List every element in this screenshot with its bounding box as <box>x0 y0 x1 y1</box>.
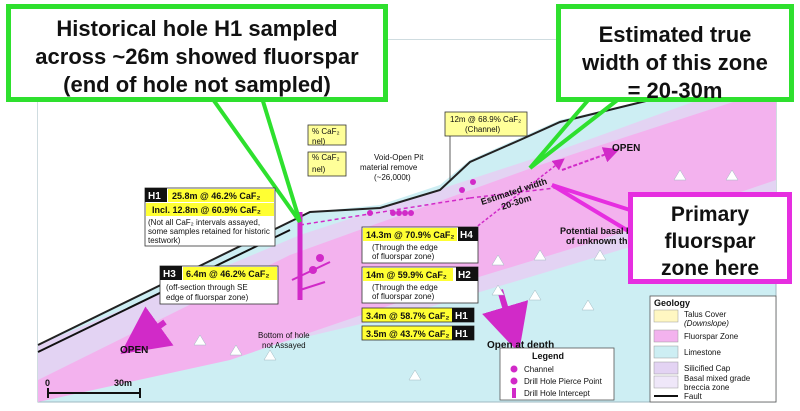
open-bottom-label: OPEN <box>120 345 148 356</box>
callout-width-line-1: Estimated true <box>598 22 752 47</box>
upper-cut-4-label: nel) <box>312 165 326 174</box>
h1c-tag: H1 <box>455 329 468 340</box>
channel-point <box>470 179 476 185</box>
pierce-legend-icon <box>510 377 518 385</box>
bottom-hole-label-1: Bottom of hole <box>258 331 310 340</box>
upper-cut-1-label: % CaF₂ <box>312 127 340 136</box>
open-top-arrow <box>561 147 620 171</box>
h4-note-2: of fluorspar zone) <box>372 252 435 261</box>
h2-note-2: of fluorspar zone) <box>372 292 435 301</box>
callout-h1-line-1: Historical hole H1 sampled <box>56 16 338 41</box>
open-bottom-arrow <box>120 306 174 355</box>
callout-h1-sampled: Historical hole H1 sampled across ~26m s… <box>6 4 388 102</box>
void-pit-line <box>299 197 471 226</box>
legend-pierce: Drill Hole Pierce Point <box>524 377 603 386</box>
pierce-point <box>316 254 324 262</box>
channel-point <box>408 210 414 216</box>
channel-12m-box <box>444 111 528 137</box>
callout-h1-line-2: across ~26m showed fluorspar <box>35 44 359 69</box>
h1-note-2: some samples retained for historic <box>148 227 270 236</box>
h2-tag: H2 <box>458 270 471 281</box>
upper-cut-2-label: nel) <box>312 137 326 146</box>
callout-primary-pointer-2 <box>550 183 632 234</box>
callout-primary-line-2: fluorspar <box>664 230 756 253</box>
callout-width-pointer <box>528 96 592 170</box>
geology-talus-sub: (Downslope) <box>684 319 729 328</box>
legend-channel: Channel <box>524 365 554 374</box>
open-depth-label: Open at depth <box>487 340 554 351</box>
geology-limestone: Limestone <box>684 348 721 357</box>
h3-note-2: edge of fluorspar zone) <box>166 293 249 302</box>
h1-note-3: testwork) <box>148 236 181 245</box>
callout-width-line-3: = 20-30m <box>627 78 723 103</box>
channel-point <box>396 210 402 216</box>
h3-note-1: (off-section through SE <box>166 283 248 292</box>
h1b-main: 3.4m @ 58.7% CaF₂ <box>366 311 449 321</box>
channel-point <box>367 210 373 216</box>
drill-hole-h3 <box>299 281 326 291</box>
h2-main: 14m @ 59.9% CaF₂ <box>366 270 447 280</box>
intercept-legend-icon <box>512 388 516 398</box>
upper-cut-3-label: % CaF₂ <box>312 153 340 162</box>
geology-fluorspar: Fluorspar Zone <box>684 332 739 341</box>
callout-width-line-2: width of this zone <box>582 50 768 75</box>
basal-label-2: of unknown thick <box>566 236 641 246</box>
estimated-width-arrow <box>461 158 565 241</box>
h1-incl: Incl. 12.8m @ 60.9% CaF₂ <box>152 205 261 215</box>
callout-primary-line-1: Primary <box>670 203 750 226</box>
channel-box-cut-2 <box>307 151 347 177</box>
h2-note-1: (Through the edge <box>372 283 438 292</box>
callout-width-pointer-2 <box>528 96 622 170</box>
h1c-main: 3.5m @ 43.7% CaF₂ <box>366 329 449 339</box>
legend-title: Legend <box>532 351 564 361</box>
callout-primary-pointer <box>551 183 631 212</box>
callout-primary-zone: Primary fluorspar zone here <box>628 192 792 284</box>
geology-title: Geology <box>654 298 690 308</box>
channel-point <box>390 210 396 216</box>
h3-main: 6.4m @ 46.2% CaF₂ <box>186 269 269 279</box>
callout-h1-pointer-2 <box>260 97 302 223</box>
void-label-1: Void-Open Pit <box>374 153 424 162</box>
h1-tag: H1 <box>148 191 161 202</box>
scale-0: 0 <box>45 378 50 388</box>
h1-tag-bg <box>145 188 167 202</box>
h1-note-1: (Not all CaF₂ intervals assayed, <box>148 218 260 227</box>
legend-intercept: Drill Hole Intercept <box>524 389 591 398</box>
h4-note-1: (Through the edge <box>372 243 438 252</box>
open-top-label: OPEN <box>612 143 640 154</box>
void-label-2: material remove <box>360 163 418 172</box>
channel-box-cut-1 <box>307 124 347 146</box>
basal-label-1: Potential basal brec <box>560 226 645 236</box>
h1-main: 25.8m @ 46.2% CaF₂ <box>172 191 260 201</box>
bottom-hole-label-2: not Assayed <box>262 341 306 350</box>
open-depth-arrow <box>482 289 529 353</box>
h4-tag: H4 <box>460 230 473 241</box>
callout-h1-line-3: (end of hole not sampled) <box>63 72 331 97</box>
geology-talus: Talus Cover <box>684 310 727 319</box>
geology-fault: Fault <box>684 392 703 401</box>
channel-legend-icon <box>510 365 518 373</box>
callout-h1-pointer <box>210 96 302 224</box>
h3-tag: H3 <box>163 269 176 280</box>
channel-point <box>459 187 465 193</box>
h4-main: 14.3m @ 70.9% CaF₂ <box>366 230 454 240</box>
channel-12m-label: 12m @ 68.9% CaF₂ <box>450 115 521 124</box>
channel-12m-sub: (Channel) <box>465 125 500 134</box>
geology-silicified: Silicified Cap <box>684 364 731 373</box>
geology-basal-1: Basal mixed grade <box>684 374 751 383</box>
h1b-tag: H1 <box>455 311 468 322</box>
callout-primary-line-3: zone here <box>660 257 760 280</box>
void-label-3: (~26,000t) <box>374 173 411 182</box>
channel-point <box>402 210 408 216</box>
callout-true-width: Estimated true width of this zone = 20-3… <box>556 4 794 103</box>
pierce-point <box>309 266 317 274</box>
geology-basal-2: breccia zone <box>684 383 730 392</box>
legend-box <box>499 347 615 401</box>
scale-30: 30m <box>114 378 132 388</box>
